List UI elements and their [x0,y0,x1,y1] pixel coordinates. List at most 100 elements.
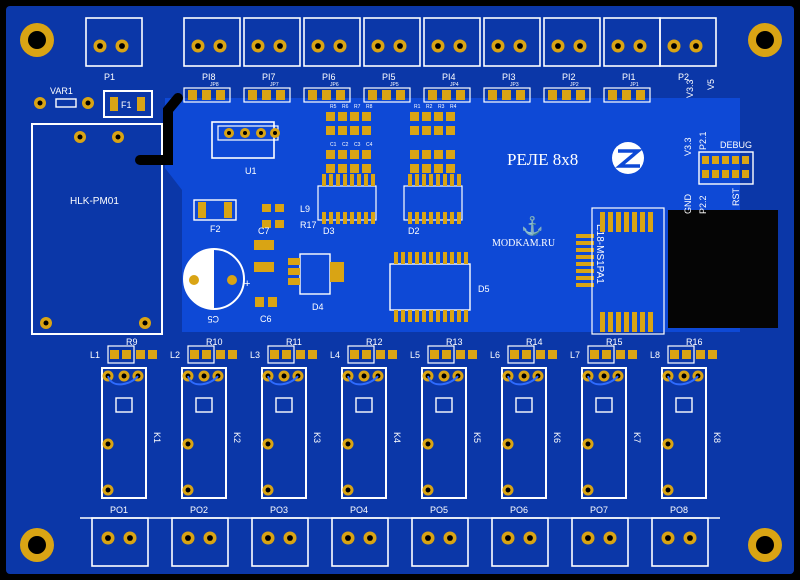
connector-label: PO6 [510,505,528,515]
c6-label: C6 [260,314,272,324]
res-label: R9 [126,337,138,347]
title-block: РЕЛЕ 8x8 MODKAM.RU ⚓ [492,142,644,249]
jumper-label: JP6 [330,82,339,88]
debug-pin-5: RST [731,187,741,206]
led-label: L3 [250,350,260,360]
res-label: R2 [426,104,433,110]
res-label: R6 [342,104,349,110]
fuse-f1: F1 [103,90,153,118]
connector-label: P1 [104,72,115,82]
jumper-label: JP1 [630,82,639,88]
relay-label: K1 [152,432,162,443]
antenna-keepout [668,210,778,328]
connector-label: PO1 [110,505,128,515]
relay-label: K2 [232,432,242,443]
led-label: L8 [650,350,660,360]
output-connector-po2: PO2 [171,505,229,567]
connector-label: PI1 [622,72,636,82]
label-v5: V5 [706,79,716,90]
res-label: R1 [414,104,421,110]
top-connector-p1: P1 [85,17,143,82]
relay-label: K4 [392,432,402,443]
f2-label: F2 [210,224,221,234]
res-label: R5 [330,104,337,110]
top-connector-p2: P2 [659,17,717,82]
connector-label: PO7 [590,505,608,515]
connector-label: PI4 [442,72,456,82]
d5-label: D5 [478,284,490,294]
connector-label: PI3 [502,72,516,82]
cap-label: C4 [366,142,373,148]
led-label: L4 [330,350,340,360]
output-connector-po1: PO1 [91,505,149,567]
connector-label: PO4 [350,505,368,515]
jumper-label: JP7 [270,82,279,88]
jumper-label: JP4 [450,82,459,88]
jumper-label: JP8 [210,82,219,88]
relay-section: L1R9K1L2R10K2L3R11K3L4R12K4L5R13K5L6R14K… [90,337,722,499]
rf-module-label: E18-MS1PA1 [594,224,605,284]
rf-module: E18-MS1PA1 [576,207,665,335]
connector-label: PO8 [670,505,688,515]
res-label: R3 [438,104,445,110]
output-connector-po4: PO4 [331,505,389,567]
jumper-label: JP5 [390,82,399,88]
anchor-icon: ⚓ [521,215,543,236]
u1-label: U1 [245,166,257,176]
d4-label: D4 [312,302,324,312]
led-label: L5 [410,350,420,360]
connector-label: PO2 [190,505,208,515]
site-label: MODKAM.RU [492,238,556,249]
connector-label: PI7 [262,72,276,82]
c7-label: C7 [258,226,270,236]
debug-pin-1: V3.3 [683,137,693,156]
varistor-label: VAR1 [50,86,73,96]
debug-label: DEBUG [720,140,752,150]
led-label: L2 [170,350,180,360]
label-v33: V3.3 [685,79,695,98]
output-connector-po3: PO3 [251,505,309,567]
res-label: R13 [446,337,463,347]
res-label: R11 [286,337,302,347]
varistor: VAR1 [34,86,94,109]
output-connector-po7: PO7 [571,505,629,567]
cap-label: C3 [354,142,361,148]
res-label: R14 [526,337,543,347]
relay-label: K6 [552,432,562,443]
debug-header: DEBUG V3.3 P2.1 GND P2.2 RST [683,131,754,215]
connector-label: PI2 [562,72,576,82]
output-connectors: PO1 PO2 PO3 PO4 PO5 PO6 PO7 PO8 [80,505,720,567]
res-label: R10 [206,337,223,347]
relay-label: K7 [632,432,642,443]
connector-label: PO5 [430,505,448,515]
res-label: R8 [366,104,373,110]
debug-pin-3: GND [683,194,693,215]
d3-label: D3 [323,226,335,236]
cap-label: C1 [330,142,337,148]
connector-label: PI8 [202,72,216,82]
board-title: РЕЛЕ 8x8 [507,150,578,169]
r17-label: R17 [300,220,317,230]
relay-label: K5 [472,432,482,443]
led-label: L7 [570,350,580,360]
led-label: L1 [90,350,100,360]
led-label: L6 [490,350,500,360]
connector-label: PI5 [382,72,396,82]
debug-pin-4: P2.2 [698,195,708,214]
